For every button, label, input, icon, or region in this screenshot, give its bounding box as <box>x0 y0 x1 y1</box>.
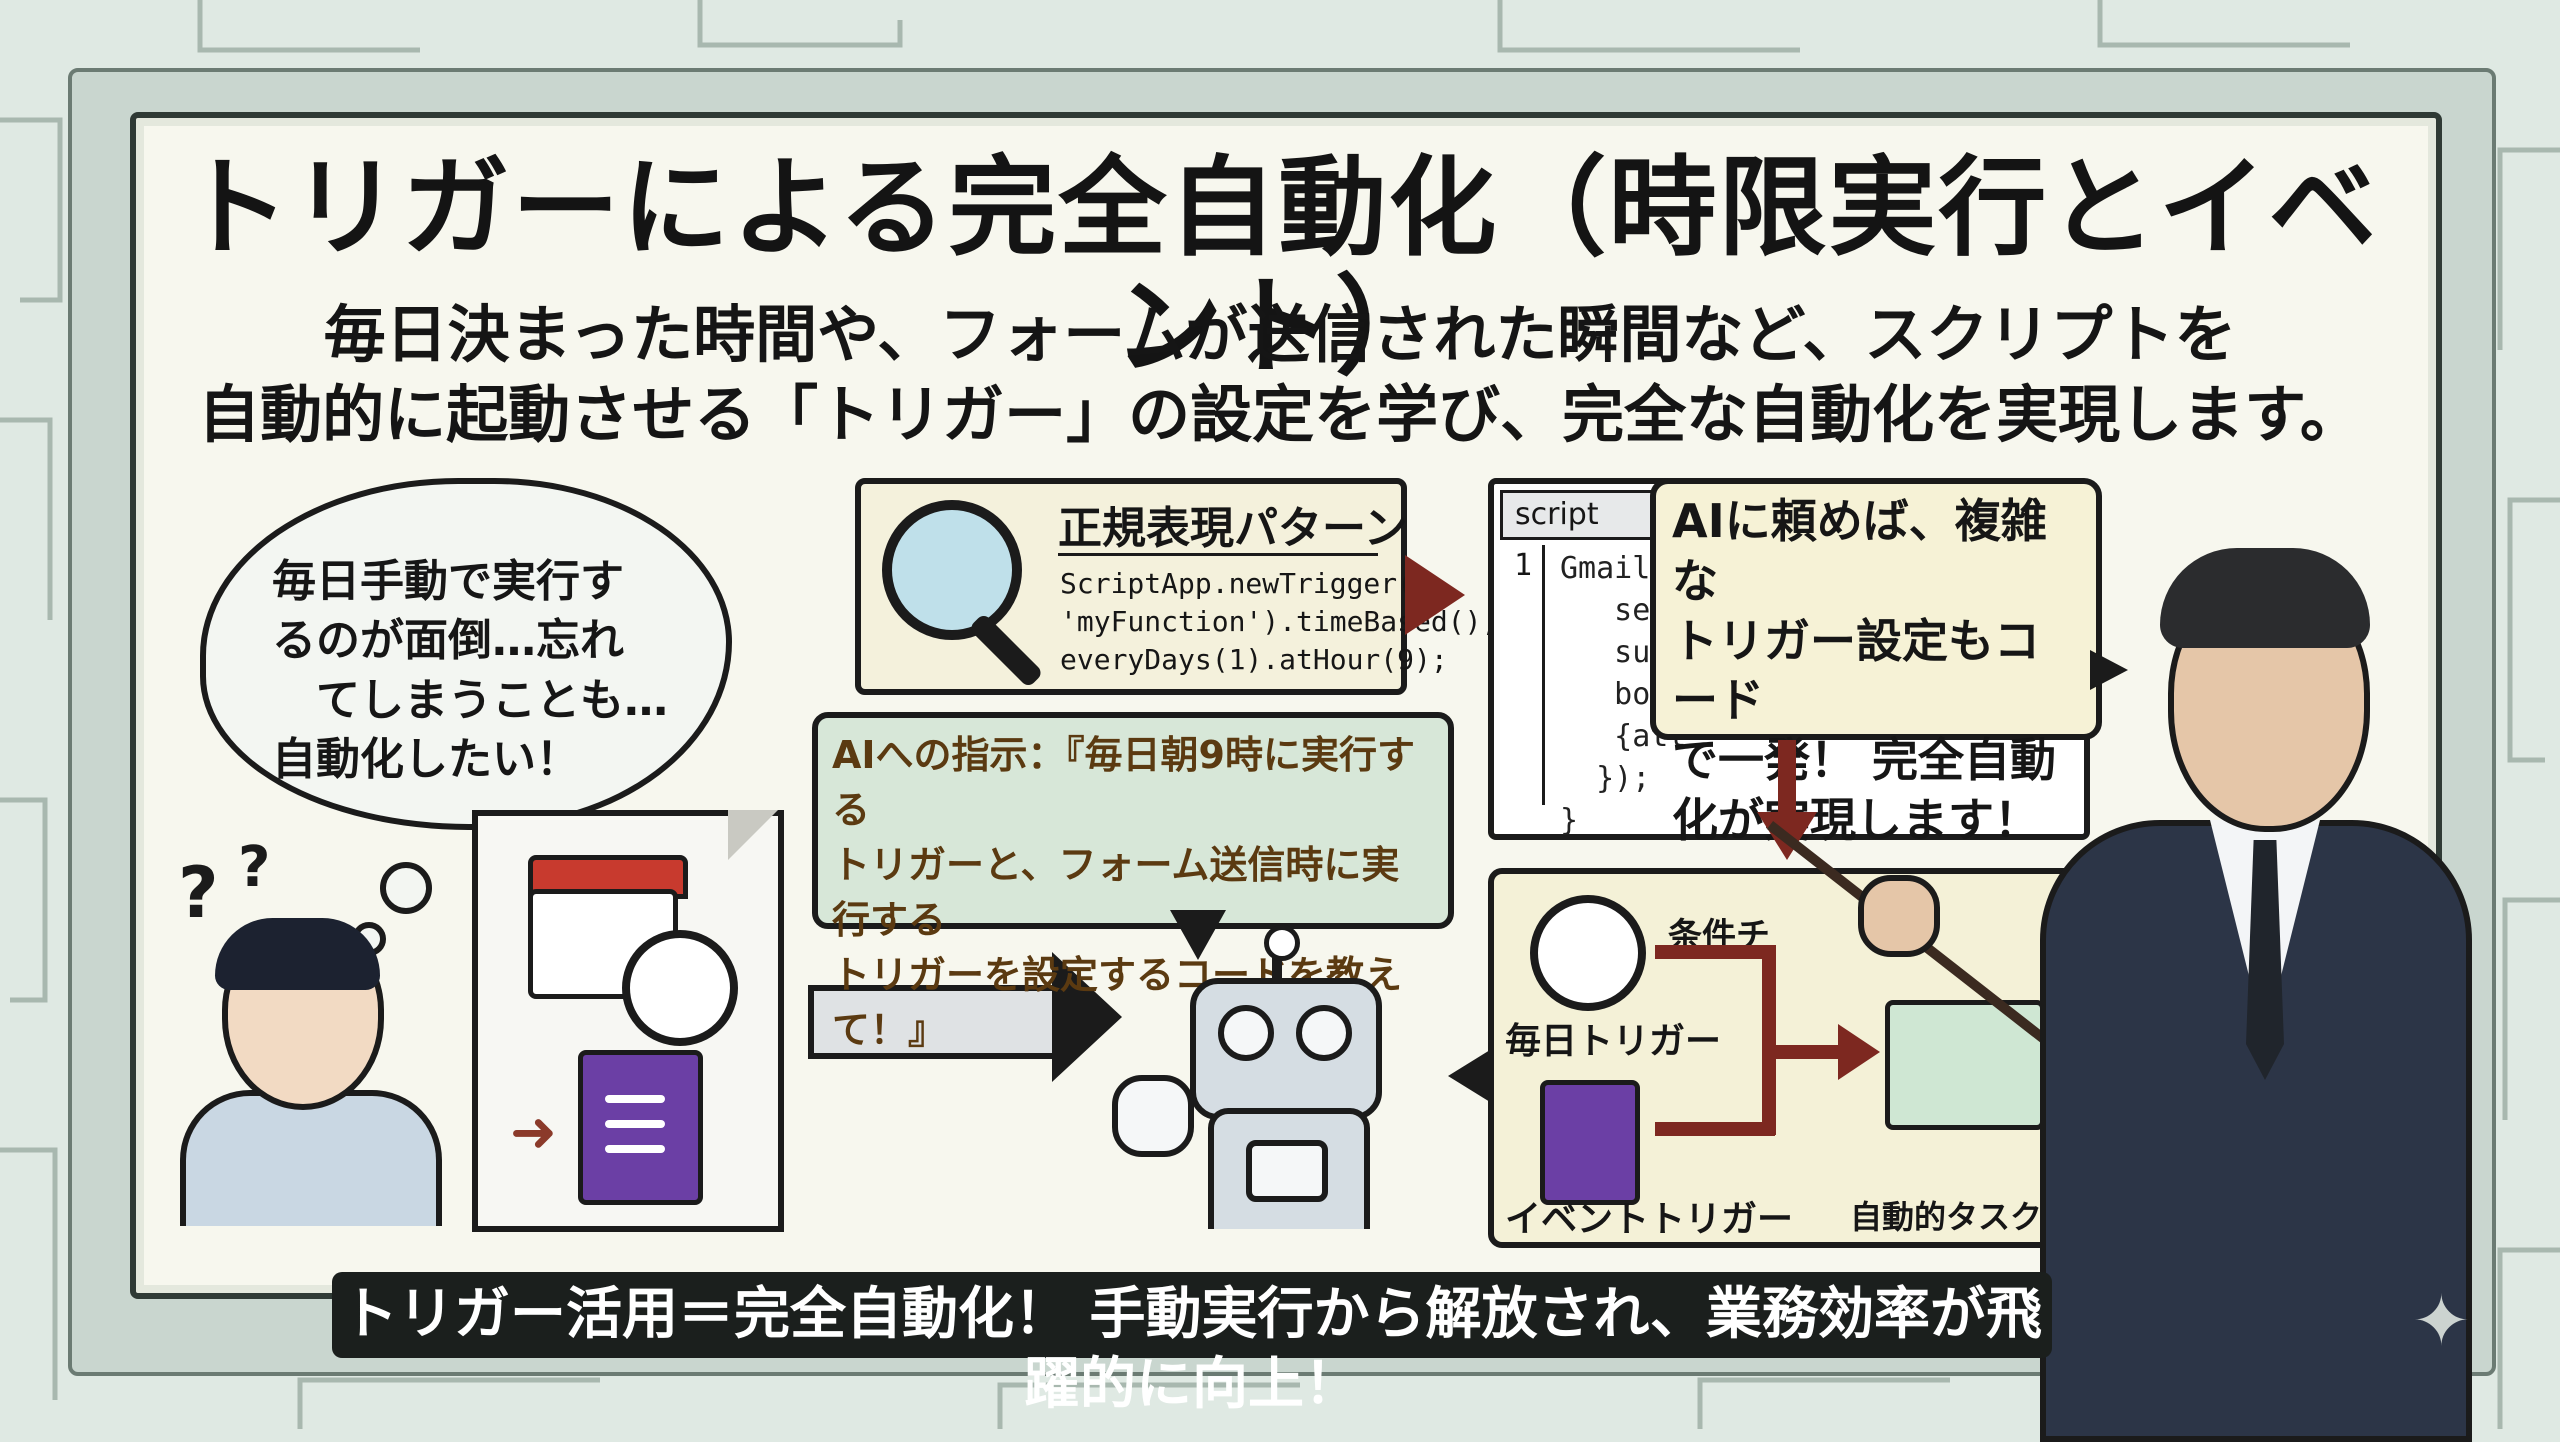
event-form-icon <box>1540 1080 1640 1205</box>
question-mark-icon: ? <box>238 835 271 900</box>
speech-line-1: AIに頼めば、複雑な <box>1672 494 2047 608</box>
ai-instruction-text: AIへの指示：『毎日朝9時に実行する トリガーと、フォーム送信時に実行する トリ… <box>832 728 1432 1059</box>
presenter-speech-bubble <box>1650 478 2102 740</box>
magnifier-icon <box>882 500 1022 640</box>
daily-trigger-label: 毎日トリガー <box>1505 1021 1722 1062</box>
ai-instruction-box <box>812 712 1454 929</box>
flow-line-merge <box>1762 1045 1842 1059</box>
alarm-clock-icon <box>1530 895 1646 1011</box>
event-trigger-label: イベントトリガー <box>1505 1199 1794 1240</box>
sparkle-icon: ✦ <box>2412 1280 2471 1362</box>
thought-line-2: るのが面倒…忘れ <box>272 615 624 667</box>
presenter-hair <box>2160 548 2370 648</box>
regex-code-line-1: ScriptApp.newTrigger( <box>1060 567 1415 600</box>
presenter-tie <box>2246 840 2284 1080</box>
robot-hand <box>1112 1075 1194 1157</box>
robot-antenna-ball <box>1264 925 1300 961</box>
speech-line-2: トリガー設定もコード <box>1672 613 2040 728</box>
trigger-flow-tail <box>1448 1050 1490 1102</box>
thought-bubble <box>200 478 732 830</box>
script-code-line-6: }); <box>1560 761 1651 796</box>
robot-chest-panel <box>1246 1140 1328 1202</box>
regex-divider <box>1058 553 1378 556</box>
script-line-number: 1 <box>1514 548 1533 583</box>
subtitle-line-2: 自動的に起動させる「トリガー」の設定を学び、完全な自動化を実現します。 <box>198 378 2362 451</box>
ai-instruction-line-2: トリガーと、フォーム送信時に実行する <box>832 843 1400 943</box>
presenter-speech-text: AIに頼めば、複雑な トリガー設定もコード で一発！ 完全自動 化が実現します！ <box>1672 492 2082 851</box>
form-icon-line <box>605 1120 665 1128</box>
thought-bubble-text: 毎日手動で実行す るのが面倒…忘れ てしまうことも… 自動化したい！ <box>272 552 672 790</box>
speech-line-3: で一発！ 完全自動 <box>1672 733 2057 788</box>
thought-line-1: 毎日手動で実行す <box>272 556 624 607</box>
robot-icon <box>1190 978 1382 1120</box>
document-fold <box>728 810 778 860</box>
script-tab[interactable]: script <box>1500 490 1658 540</box>
thought-line-4: 自動化したい！ <box>272 734 580 786</box>
form-icon-line <box>605 1095 665 1103</box>
worried-person-hair <box>215 918 380 990</box>
presenter-hand <box>1858 875 1940 957</box>
form-icon-line <box>605 1145 665 1153</box>
slide-title: トリガーによる完全自動化（時限実行とイベント） <box>181 146 2379 390</box>
robot-eye <box>1218 1005 1274 1061</box>
small-arrow-icon: ➜ <box>510 1100 557 1165</box>
flow-line-bottom <box>1655 1122 1775 1136</box>
clock-icon <box>622 930 738 1046</box>
thought-dot-large <box>380 862 432 914</box>
flow-arrow-head <box>1838 1024 1880 1080</box>
arrow-to-script <box>1405 555 1465 635</box>
thought-line-3: てしまうことも… <box>316 674 668 726</box>
script-code-line-7: } <box>1560 803 1579 838</box>
regex-heading: 正規表現パターン <box>1058 503 1408 554</box>
speech-line-4: 化が実現します！ <box>1672 792 2040 847</box>
regex-code-line-3: everyDays(1).atHour(9); <box>1060 642 1448 676</box>
ai-instruction-tail <box>1170 910 1226 960</box>
question-mark-icon: ? <box>178 852 219 934</box>
subtitle-line-1: 毎日決まった時間や、フォームが送信された瞬間など、スクリプトを <box>323 298 2237 371</box>
presenter-speech-tail <box>2090 650 2128 690</box>
flow-line-top <box>1655 945 1775 959</box>
flow-line-vertical <box>1762 945 1776 1135</box>
robot-eye <box>1296 1005 1352 1061</box>
big-arrow-head <box>1052 952 1122 1082</box>
big-arrow-shaft <box>808 985 1064 1059</box>
down-arrow-stem <box>1778 740 1796 820</box>
worried-person-body <box>180 1090 442 1226</box>
bottom-banner-text: トリガー活用＝完全自動化！ 手動実行から解放され、業務効率が飛躍的に向上！ <box>341 1282 2043 1417</box>
ai-instruction-line-1: AIへの指示：『毎日朝9時に実行する <box>832 733 1415 833</box>
bottom-banner <box>332 1272 2052 1358</box>
script-gutter <box>1500 545 1545 805</box>
